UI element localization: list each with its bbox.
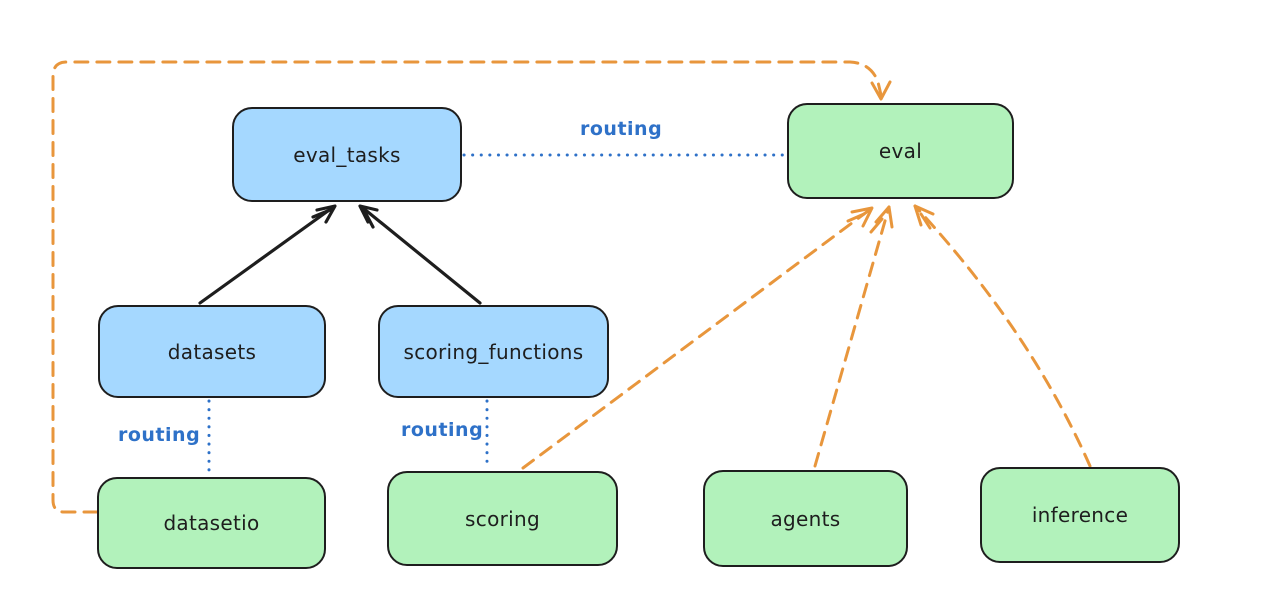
node-agents: agents [703,470,908,567]
node-scoring-functions-label: scoring_functions [403,339,584,364]
node-scoring: scoring [387,471,618,566]
node-eval-tasks-label: eval_tasks [293,142,401,167]
edge-scoring-to-eval [521,206,874,470]
edge-datasets-to-eval-tasks [198,204,337,305]
edge-inference-to-eval [913,204,1092,468]
node-eval: eval [787,103,1014,199]
node-scoring-label: scoring [465,506,540,531]
node-datasets: datasets [98,305,326,398]
node-datasets-label: datasets [167,339,257,364]
routing-label-scoring-functions-scoring: routing [401,419,484,441]
node-inference: inference [980,467,1180,563]
edge-agents-to-eval [813,205,894,468]
node-eval-tasks: eval_tasks [232,107,462,202]
node-scoring-functions: scoring_functions [378,305,609,398]
routing-label-datasets-datasetio: routing [118,424,201,446]
node-eval-label: eval [878,139,923,163]
node-inference-label: inference [1031,503,1129,527]
routing-label-eval-tasks-eval: routing [580,118,663,140]
node-datasetio: datasetio [97,477,326,569]
edge-scoring-functions-to-eval-tasks [358,204,482,305]
edge-datasetio-to-eval [51,60,892,514]
node-datasetio-label: datasetio [163,511,260,535]
node-agents-label: agents [770,506,841,531]
